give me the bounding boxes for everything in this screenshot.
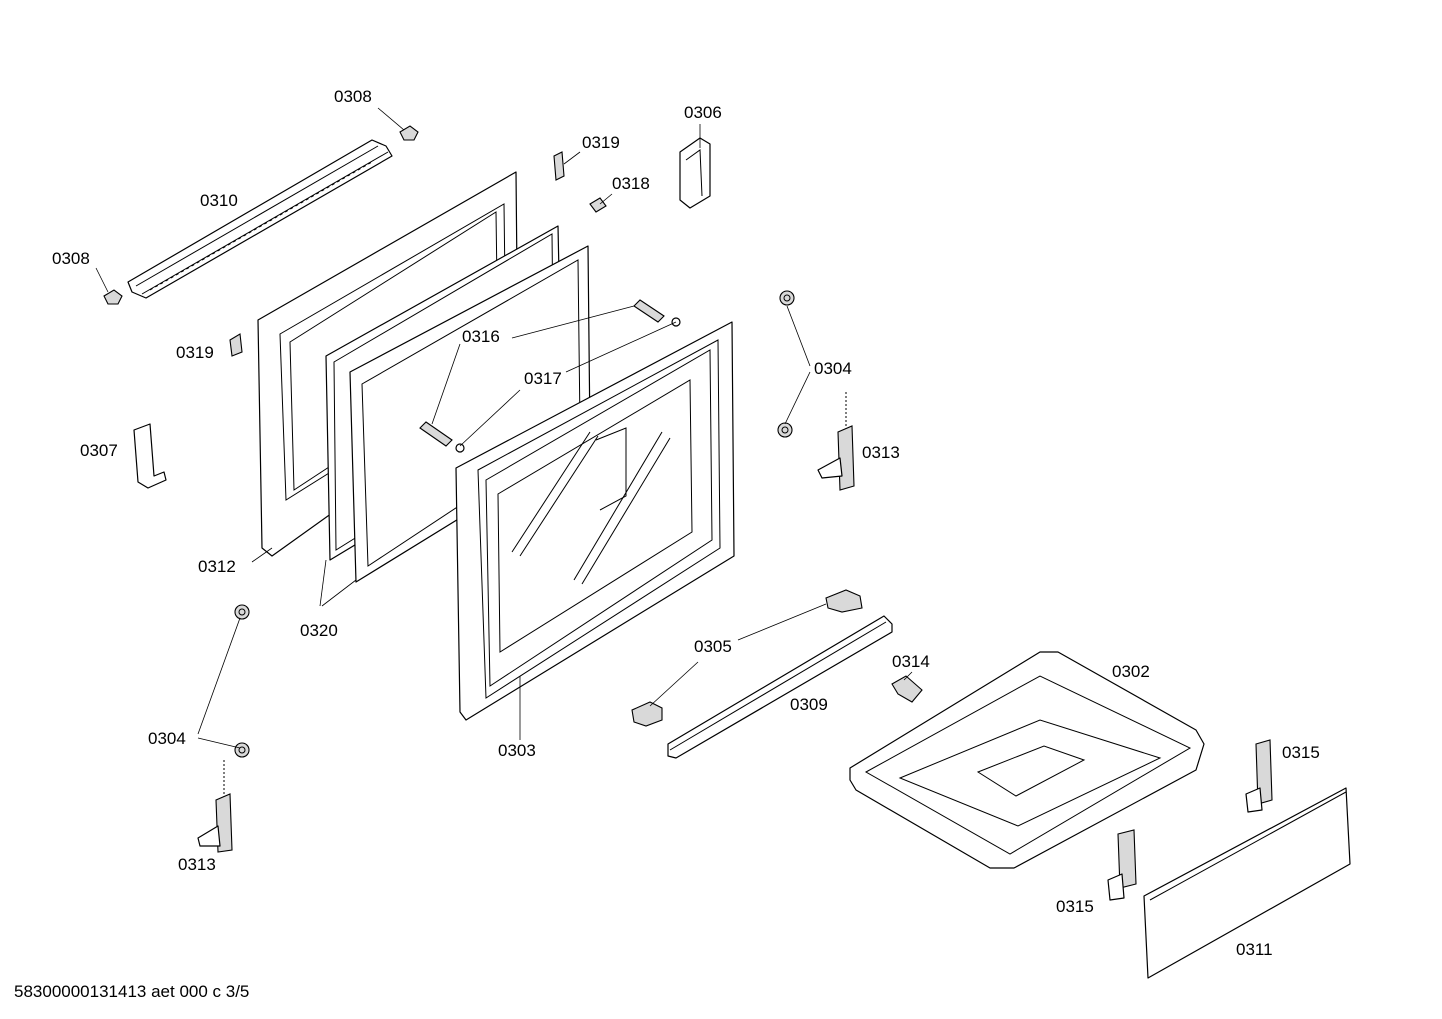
part-labels: 0308 0308 0310 0319 0319 0318 0306 0316 … bbox=[52, 87, 1320, 959]
leader-lines bbox=[95, 107, 913, 749]
label-0304-right: 0304 bbox=[814, 359, 852, 378]
part-0313-hinge-left bbox=[197, 760, 233, 853]
part-0313-hinge-right bbox=[817, 392, 855, 491]
label-0314: 0314 bbox=[892, 652, 930, 671]
label-0319-top: 0319 bbox=[582, 133, 620, 152]
label-0313-right: 0313 bbox=[862, 443, 900, 462]
label-0317: 0317 bbox=[524, 369, 562, 388]
document-reference-footer: 58300000131413 aet 000 c 3/5 bbox=[14, 982, 249, 1001]
part-0308-screw-top bbox=[399, 125, 419, 141]
label-0311: 0311 bbox=[1236, 940, 1273, 959]
label-0308-top: 0308 bbox=[334, 87, 372, 106]
part-0320-glass-panels bbox=[325, 225, 591, 583]
label-0308-left: 0308 bbox=[52, 249, 90, 268]
part-0302-drawer-tray bbox=[849, 651, 1205, 869]
label-0318: 0318 bbox=[612, 174, 650, 193]
label-0316: 0316 bbox=[462, 327, 500, 346]
label-0320: 0320 bbox=[300, 621, 338, 640]
label-0305: 0305 bbox=[694, 637, 732, 656]
part-0315-clip-left bbox=[1107, 829, 1137, 901]
label-0312: 0312 bbox=[198, 557, 236, 576]
part-0308-screw-left bbox=[103, 289, 123, 305]
part-0309-handle bbox=[667, 615, 893, 759]
part-0304-roller-right-bottom bbox=[777, 422, 793, 438]
label-0309: 0309 bbox=[790, 695, 828, 714]
label-0310: 0310 bbox=[200, 191, 238, 210]
label-0315-right: 0315 bbox=[1282, 743, 1320, 762]
part-0305-handle-holder-right bbox=[825, 589, 863, 613]
part-0318-bush bbox=[589, 197, 607, 213]
part-0314-clip bbox=[891, 675, 923, 703]
label-0303: 0303 bbox=[498, 741, 536, 760]
part-0319-clip-top bbox=[553, 151, 565, 181]
part-0304-roller-right-top bbox=[779, 290, 795, 306]
part-0316-pin bbox=[419, 299, 665, 447]
part-0319-clip-left bbox=[229, 333, 243, 357]
part-0310-door-top-trim bbox=[127, 139, 393, 299]
label-0304-left: 0304 bbox=[148, 729, 186, 748]
label-0313-left: 0313 bbox=[178, 855, 216, 874]
part-0304-roller-left-top bbox=[234, 604, 250, 620]
part-0306-bracket bbox=[679, 137, 711, 209]
part-0307-bracket bbox=[133, 423, 167, 489]
part-0317-washer bbox=[455, 317, 681, 453]
part-0303-outer-door bbox=[455, 321, 735, 721]
label-0315-left: 0315 bbox=[1056, 897, 1094, 916]
part-0305-handle-holder-left bbox=[631, 701, 663, 727]
label-0306: 0306 bbox=[684, 103, 722, 122]
part-0304-roller-left-bottom bbox=[234, 742, 250, 758]
label-0302: 0302 bbox=[1112, 662, 1150, 681]
label-0319-left: 0319 bbox=[176, 343, 214, 362]
label-0307: 0307 bbox=[80, 441, 118, 460]
part-0311-drawer-front bbox=[1143, 787, 1351, 979]
part-0315-clip-right bbox=[1245, 739, 1273, 813]
